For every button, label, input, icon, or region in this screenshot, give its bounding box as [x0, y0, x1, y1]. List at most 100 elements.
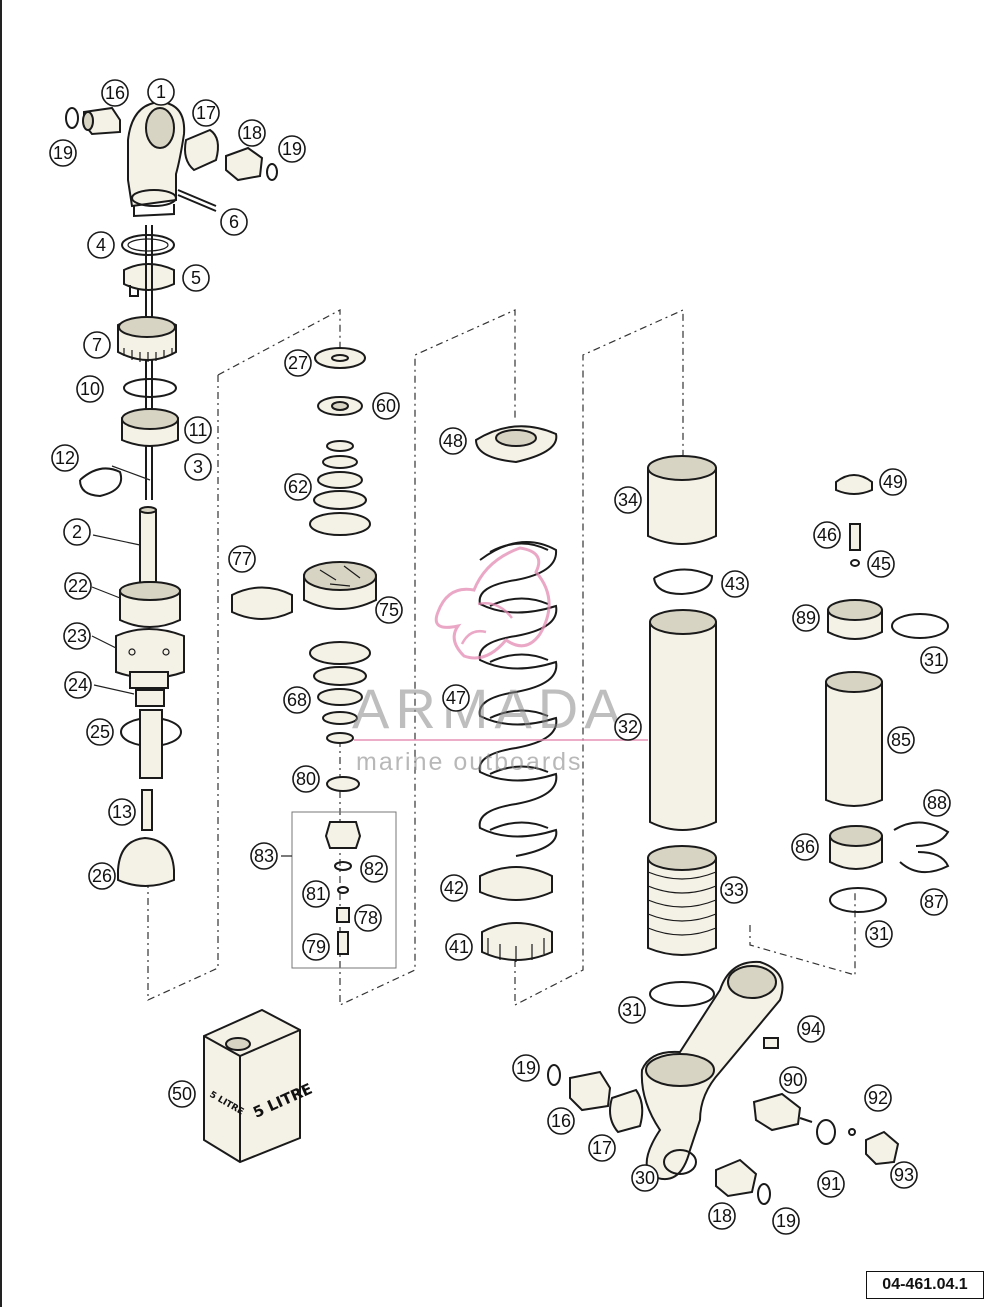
watermark-brand: ARMADA — [352, 677, 628, 740]
svg-text:12: 12 — [55, 448, 75, 468]
callout-41: 41 — [445, 933, 473, 961]
callout-6: 6 — [220, 208, 248, 236]
svg-text:4: 4 — [96, 235, 106, 255]
callouts: 1 2 3 4 5 6 7 10 11 12 13 16 17 18 19 19… — [49, 78, 951, 1235]
svg-text:62: 62 — [288, 477, 308, 497]
svg-text:50: 50 — [172, 1084, 192, 1104]
svg-text:11: 11 — [189, 420, 208, 440]
svg-text:27: 27 — [288, 353, 308, 373]
assembly-lines — [147, 309, 856, 1006]
callout-81: 81 — [302, 880, 330, 908]
callout-88: 88 — [923, 789, 951, 817]
svg-text:19: 19 — [776, 1211, 796, 1231]
svg-text:80: 80 — [296, 769, 316, 789]
svg-text:45: 45 — [871, 554, 891, 574]
svg-text:2: 2 — [72, 522, 82, 542]
callout-31: 31 — [618, 996, 646, 1024]
callout-68: 68 — [283, 686, 311, 714]
callout-19: 19 — [772, 1207, 800, 1235]
callout-16: 16 — [547, 1107, 575, 1135]
callout-3: 3 — [184, 453, 212, 481]
svg-text:48: 48 — [443, 431, 463, 451]
callout-34: 34 — [614, 486, 642, 514]
callout-87: 87 — [920, 888, 948, 916]
callout-32: 32 — [614, 713, 642, 741]
svg-text:5: 5 — [191, 268, 201, 288]
callout-89: 89 — [792, 604, 820, 632]
svg-text:13: 13 — [112, 802, 132, 822]
svg-text:24: 24 — [68, 675, 88, 695]
svg-text:19: 19 — [516, 1058, 536, 1078]
callout-77: 77 — [228, 545, 256, 573]
callout-49: 49 — [879, 468, 907, 496]
callout-19: 19 — [278, 135, 306, 163]
callout-25: 25 — [86, 718, 114, 746]
callout-82: 82 — [360, 855, 388, 883]
callout-17: 17 — [588, 1134, 616, 1162]
shim-stack-parts — [231, 347, 397, 969]
svg-text:16: 16 — [551, 1111, 571, 1131]
svg-text:31: 31 — [869, 924, 889, 944]
svg-text:77: 77 — [232, 549, 252, 569]
svg-text:16: 16 — [105, 83, 125, 103]
svg-text:18: 18 — [712, 1206, 732, 1226]
svg-text:17: 17 — [196, 103, 216, 123]
callout-86: 86 — [791, 833, 819, 861]
callout-10: 10 — [76, 375, 104, 403]
callout-2: 2 — [63, 518, 91, 546]
svg-text:81: 81 — [306, 884, 326, 904]
svg-text:19: 19 — [53, 143, 73, 163]
svg-text:83: 83 — [254, 846, 274, 866]
callout-31: 31 — [920, 646, 948, 674]
svg-text:60: 60 — [376, 396, 396, 416]
callout-18: 18 — [238, 119, 266, 147]
svg-text:31: 31 — [622, 1000, 642, 1020]
svg-text:17: 17 — [592, 1138, 612, 1158]
svg-text:93: 93 — [894, 1165, 914, 1185]
svg-text:78: 78 — [358, 908, 378, 928]
callout-85: 85 — [887, 726, 915, 754]
svg-text:88: 88 — [927, 793, 947, 813]
callout-93: 93 — [890, 1161, 918, 1189]
left-column-parts — [65, 100, 278, 887]
callout-43: 43 — [721, 570, 749, 598]
callout-26: 26 — [88, 862, 116, 890]
svg-text:85: 85 — [891, 730, 911, 750]
reservoir-column-parts — [825, 474, 950, 913]
callout-91: 91 — [817, 1170, 845, 1198]
callout-80: 80 — [292, 765, 320, 793]
svg-text:89: 89 — [796, 608, 816, 628]
svg-text:91: 91 — [821, 1174, 841, 1194]
svg-text:47: 47 — [446, 688, 466, 708]
callout-27: 27 — [284, 349, 312, 377]
callout-48: 48 — [439, 427, 467, 455]
svg-text:79: 79 — [306, 937, 326, 957]
svg-text:26: 26 — [92, 866, 112, 886]
svg-text:46: 46 — [817, 525, 837, 545]
callout-47: 47 — [442, 684, 470, 712]
callout-79: 79 — [302, 933, 330, 961]
svg-text:33: 33 — [724, 880, 744, 900]
callout-50: 50 — [168, 1080, 196, 1108]
callout-46: 46 — [813, 521, 841, 549]
watermark: ARMADA marine outboards — [352, 546, 648, 776]
callout-78: 78 — [354, 904, 382, 932]
callout-62: 62 — [284, 473, 312, 501]
callout-19: 19 — [512, 1054, 540, 1082]
callout-33: 33 — [720, 876, 748, 904]
svg-text:31: 31 — [924, 650, 944, 670]
svg-text:34: 34 — [618, 490, 638, 510]
svg-text:6: 6 — [229, 212, 239, 232]
svg-text:23: 23 — [67, 626, 87, 646]
svg-text:43: 43 — [725, 574, 745, 594]
left-border — [0, 0, 2, 1307]
svg-text:25: 25 — [90, 722, 110, 742]
callout-16: 16 — [101, 79, 129, 107]
callout-83: 83 — [250, 842, 278, 870]
callout-23: 23 — [63, 622, 91, 650]
svg-text:7: 7 — [92, 335, 102, 355]
cylinder-column-parts — [647, 455, 717, 1007]
callout-18: 18 — [708, 1202, 736, 1230]
callout-24: 24 — [64, 671, 92, 699]
svg-text:18: 18 — [242, 123, 262, 143]
